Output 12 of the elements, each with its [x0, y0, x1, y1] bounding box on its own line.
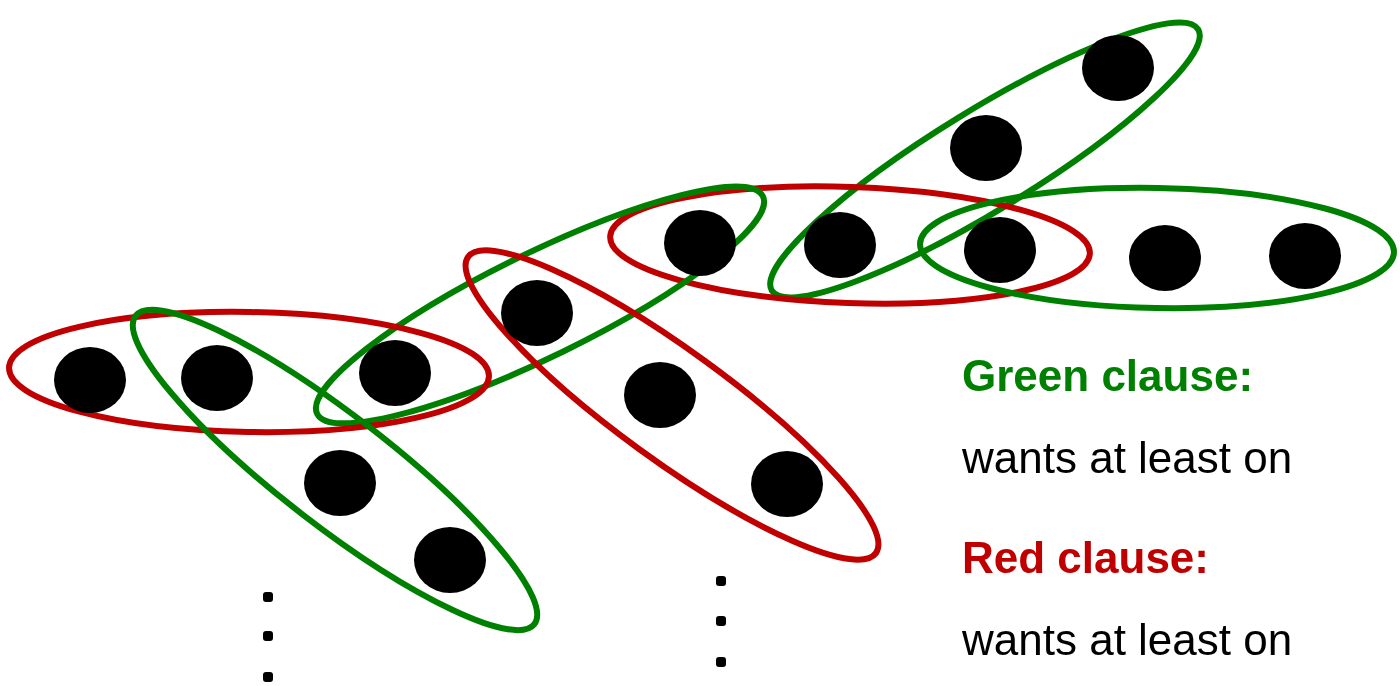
vertex-dot	[964, 217, 1036, 283]
vertex-dot	[181, 345, 253, 411]
legend-heading: Green clause:	[962, 350, 1254, 402]
vertex-dot	[501, 280, 573, 346]
vertex-dot	[359, 340, 431, 406]
vertex-dot	[751, 451, 823, 517]
vertex-dot	[804, 212, 876, 278]
vertex-dot	[414, 527, 486, 593]
clause-description: wants at least on	[962, 432, 1293, 484]
clause-description: wants at least on	[962, 614, 1293, 666]
legend-heading: Red clause:	[962, 532, 1209, 584]
vertex-dot	[1082, 35, 1154, 101]
